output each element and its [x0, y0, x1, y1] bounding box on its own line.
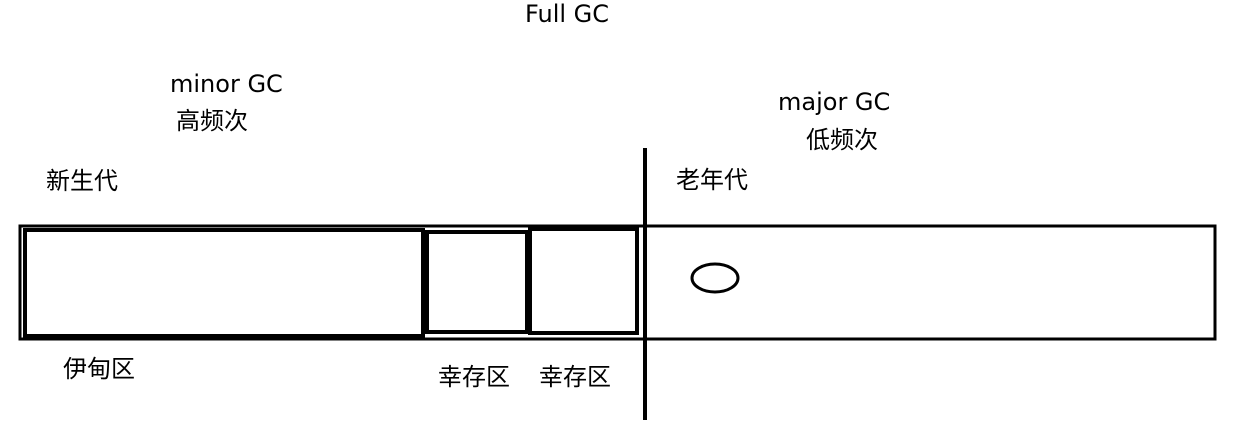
minor-gc-frequency: 高频次 [176, 107, 248, 135]
full-gc-title: Full GC [525, 0, 610, 28]
survivor-box-2 [528, 227, 639, 335]
major-gc-label: major GC [778, 88, 891, 116]
heap-bar-outline [18, 224, 1217, 341]
object-ellipse [690, 262, 740, 294]
young-generation-label: 新生代 [46, 167, 118, 195]
old-generation-label: 老年代 [676, 166, 748, 194]
survivor-label-2: 幸存区 [539, 363, 611, 391]
survivor-label-1: 幸存区 [438, 363, 510, 391]
eden-label: 伊甸区 [63, 355, 135, 383]
minor-gc-label: minor GC [170, 70, 283, 98]
eden-box [23, 228, 425, 338]
survivor-box-1 [425, 230, 529, 334]
major-gc-frequency: 低频次 [806, 126, 878, 154]
